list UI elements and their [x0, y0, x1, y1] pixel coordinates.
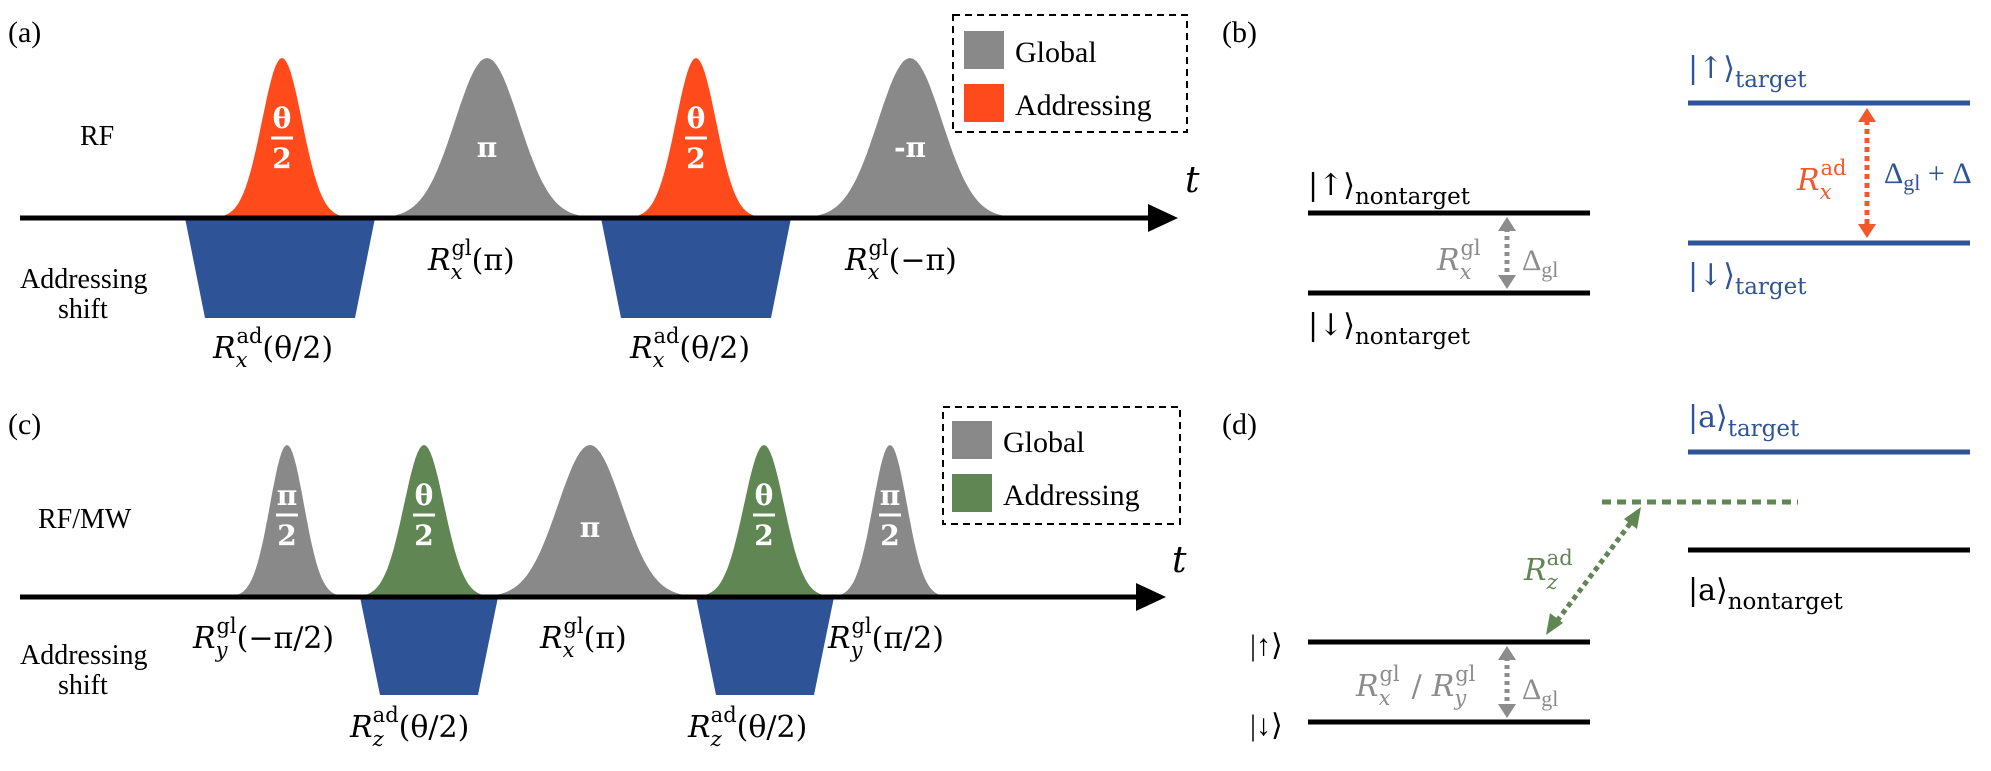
pulse-c1 — [232, 445, 342, 597]
pulse-c5 — [835, 445, 945, 597]
pulse-c5-top: π — [880, 479, 901, 512]
rotation-a-gl-minus-pi: Rxgl(−π) — [844, 236, 957, 284]
pulse-a1-bottom: 2 — [272, 142, 291, 175]
ad-arrow-d-head-down — [1546, 613, 1563, 635]
pulse-a4 — [810, 58, 1010, 218]
label-r-gl-d: Rxgl/Rygl — [1355, 662, 1476, 710]
shift-label-a-2: shift — [58, 294, 108, 325]
rotation-a-ad-2: Rxad(θ/2) — [629, 324, 750, 372]
ad-arrow-d-head-up — [1624, 507, 1641, 529]
pulse-c1-top: π — [277, 479, 298, 512]
panel-a-label: (a) — [8, 16, 41, 49]
label-a-nontarget: |a⟩nontarget — [1688, 573, 1843, 615]
time-axis-c-arrowhead — [1136, 583, 1166, 611]
pulse-a4-text: -π — [894, 131, 926, 164]
legend-c-global-label: Global — [1003, 426, 1085, 459]
legend-c — [942, 406, 1181, 525]
panel-c-label: (c) — [8, 408, 41, 441]
label-up-target: |↑⟩target — [1688, 51, 1807, 93]
pulse-a2-text: π — [477, 131, 498, 164]
rotation-a-ad-1: Rxad(θ/2) — [212, 324, 333, 372]
legend-a — [952, 14, 1188, 133]
time-axis-a-arrowhead — [1148, 204, 1178, 232]
rotation-c-ad-1: Rzad(θ/2) — [349, 703, 469, 751]
legend-a-addressing-label: Addressing — [1015, 89, 1152, 122]
panel-d: (d) |a⟩target |a⟩nontarget |↑⟩ |↓⟩ Rzad … — [1222, 400, 1970, 742]
rotation-c-gl-y-minus: Rygl(−π/2) — [192, 614, 334, 662]
legend-a-global-swatch — [964, 31, 1004, 69]
pulse-c2 — [359, 445, 489, 597]
pulse-c4-top: θ — [755, 479, 774, 512]
pulse-c2-top: θ — [415, 479, 434, 512]
pulse-a1-top: θ — [273, 102, 292, 135]
shift-label-a-1: Addressing — [20, 264, 148, 295]
label-r-ad-b: Rxad — [1796, 156, 1846, 204]
gl-arrow-d-head-up — [1498, 646, 1516, 660]
shift-block-a2 — [601, 218, 791, 318]
label-delta-sum-b: Δgl + Δ — [1884, 157, 1972, 195]
pulse-a3-bottom: 2 — [686, 142, 705, 175]
rotation-c-gl-x-pi: Rxgl(π) — [539, 614, 627, 662]
pulse-c4 — [699, 445, 829, 597]
rotation-a-gl-pi: Rxgl(π) — [427, 236, 515, 284]
panel-a: (a) RF θ 2 π θ 2 -π t Addressing shift R… — [8, 14, 1200, 372]
label-r-ad-d: Rzad — [1523, 546, 1573, 594]
shift-block-a1 — [185, 218, 375, 318]
pulse-c1-prefix: - — [257, 499, 269, 532]
ad-arrow-d-shaft — [1555, 519, 1634, 623]
label-delta-gl-b: Δgl — [1522, 244, 1558, 282]
label-down-target: |↓⟩target — [1688, 258, 1807, 300]
panel-b: (b) |↑⟩nontarget |↓⟩nontarget Rxgl Δgl |… — [1222, 16, 1972, 350]
rotation-c-gl-y-plus: Rygl(π/2) — [827, 614, 944, 662]
label-up-d: |↑⟩ — [1250, 629, 1283, 662]
label-delta-gl-d: Δgl — [1522, 673, 1558, 711]
panel-c: (c) RF/MW - π 2 θ 2 π θ 2 π 2 t Addressi… — [8, 406, 1187, 751]
pulse-c3-text: π — [580, 511, 601, 544]
t-label-c: t — [1172, 540, 1187, 581]
label-up-nontarget: |↑⟩nontarget — [1308, 168, 1471, 210]
shift-block-c1 — [360, 597, 498, 695]
legend-c-addressing-swatch — [952, 474, 992, 512]
label-r-gl-b: Rxgl — [1436, 236, 1481, 284]
pulse-c1-bottom: 2 — [277, 519, 296, 552]
panel-b-label: (b) — [1222, 16, 1257, 49]
pulse-c4-bottom: 2 — [754, 519, 773, 552]
pulse-c3 — [490, 445, 690, 597]
ad-arrow-b-head-down — [1858, 224, 1876, 238]
label-down-nontarget: |↓⟩nontarget — [1308, 308, 1471, 350]
panel-a-row-label: RF — [80, 121, 114, 152]
label-a-target: |a⟩target — [1688, 400, 1800, 442]
legend-a-global-label: Global — [1015, 36, 1097, 69]
shift-label-c-2: shift — [58, 670, 108, 701]
panel-d-label: (d) — [1222, 408, 1257, 441]
legend-c-global-swatch — [952, 421, 992, 459]
legend-a-addressing-swatch — [964, 84, 1004, 122]
legend-c-addressing-label: Addressing — [1003, 479, 1140, 512]
rotation-c-ad-2: Rzad(θ/2) — [687, 703, 807, 751]
shift-label-c-1: Addressing — [20, 640, 148, 671]
pulse-a2 — [387, 58, 587, 218]
ad-arrow-b-head-up — [1858, 108, 1876, 122]
pulse-a3-top: θ — [687, 102, 706, 135]
pulse-c2-bottom: 2 — [414, 519, 433, 552]
gl-arrow-b-head-down — [1498, 275, 1516, 289]
panel-c-row-label: RF/MW — [38, 504, 132, 535]
gl-arrow-d-head-down — [1498, 704, 1516, 718]
pulse-c5-bottom: 2 — [880, 519, 899, 552]
label-down-d: |↓⟩ — [1250, 709, 1283, 742]
gl-arrow-b-head-up — [1498, 217, 1516, 231]
t-label-a: t — [1185, 160, 1200, 201]
shift-block-c2 — [696, 597, 834, 695]
